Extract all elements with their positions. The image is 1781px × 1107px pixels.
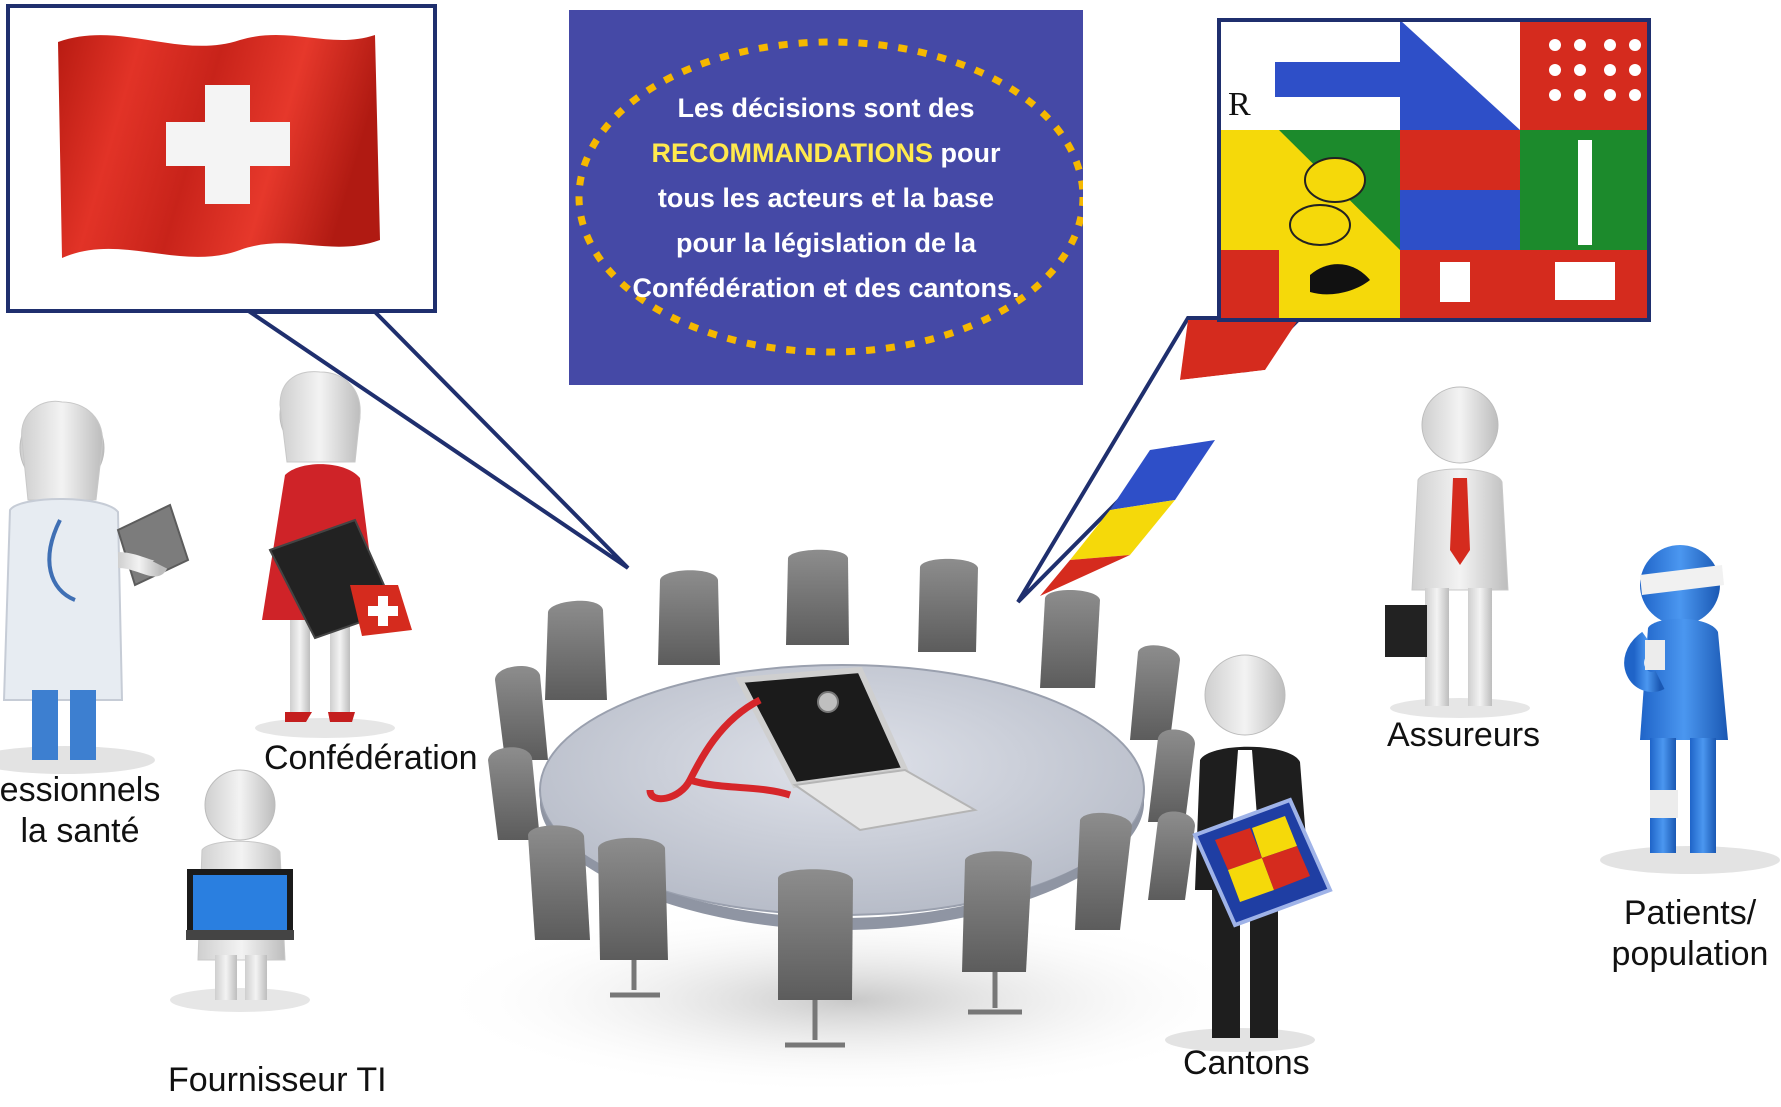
health-professional-figure [0,400,190,774]
laptop-stethoscope-icon [646,666,978,832]
confederation-figure [255,371,412,738]
callout-line-3: tous les acteurs et la base [657,183,995,213]
label-cantons: Cantons [1183,1044,1310,1082]
chair-bases [610,960,1022,1048]
label-patients-line-1: Patients/ [1623,894,1757,932]
callout-line-1: Les décisions sont des [677,93,975,123]
recommendations-highlight: RECOMMANDATIONS [651,138,933,168]
cantonal-flags-box: R [1217,18,1651,322]
callout-line-4: pour la législation de la [675,228,977,258]
label-patients: Patients/ population [1600,893,1780,976]
label-it-provider: Fournisseur TI [168,1061,387,1099]
insurers-figure [1385,386,1530,718]
recommendation-callout [569,10,1083,385]
dotted-ellipse-border [575,38,1083,356]
cantons-callout-tail [1016,316,1305,604]
it-provider-figure [170,769,310,1012]
callout-line-2: RECOMMANDATIONS pour [569,131,1083,176]
chairs-front [528,812,1132,1000]
label-health-professionals: essionnels la santé [0,770,180,853]
callout-line-5: Confédération et des cantons. [632,273,1020,303]
cantonal-flags-icon: R [1219,20,1649,320]
label-patients-line-2: population [1611,935,1769,974]
patient-figure [1600,545,1780,874]
swiss-flag-icon [58,35,380,258]
chairs-back [488,549,1195,900]
label-health-professionals-line-2: la santé [20,812,140,851]
label-health-professionals-line-1: essionnels [0,771,161,809]
cantons-figure [1165,654,1333,1052]
label-confederation: Confédération [264,739,478,777]
swiss-flag-box [6,4,437,313]
callout-line-2-rest: pour [932,138,1001,168]
svg-text:R: R [1228,86,1251,123]
recommendation-text: Les décisions sont des RECOMMANDATIONS p… [569,86,1083,311]
label-insurers: Assureurs [1387,716,1541,754]
